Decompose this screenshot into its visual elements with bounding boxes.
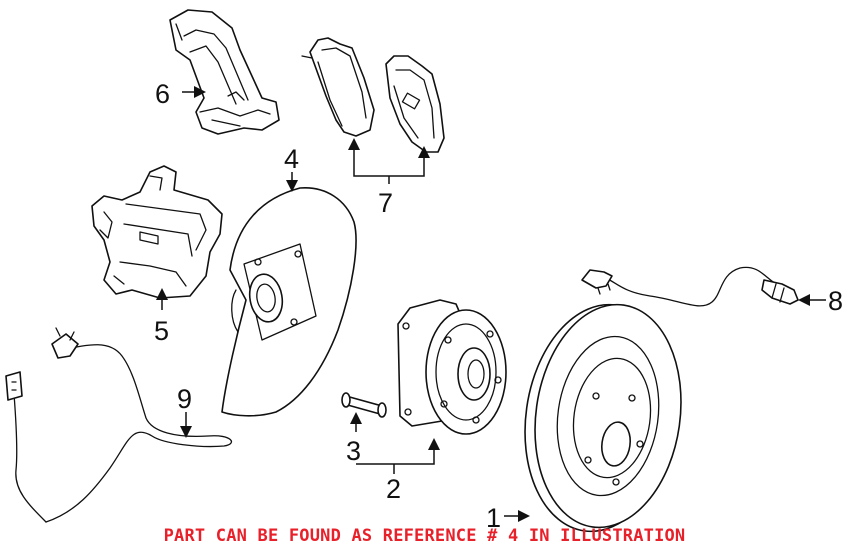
caliper-bracket [169,9,280,135]
callout-6: 6 [155,79,170,109]
callout-3: 3 [346,436,361,466]
brake-pad-inner [301,37,375,137]
brake-pad-outer [385,55,445,153]
callout-4: 4 [284,144,299,174]
callout-2: 2 [386,474,401,504]
callout-1: 1 [486,503,501,533]
callout-7: 7 [378,188,393,218]
callout-5: 5 [154,316,169,346]
brake-rotor [524,303,682,533]
wheel-speed-sensor-upper [581,266,799,307]
reference-notice: PART CAN BE FOUND AS REFERENCE # 4 IN IL… [163,526,686,546]
splash-shield [221,187,357,417]
wheel-speed-sensor-harness [5,327,233,523]
wheel-stud [341,392,387,418]
hub-bearing [397,299,507,435]
callout-9: 9 [177,384,192,414]
brake-caliper [91,165,223,299]
callout-8: 8 [828,286,843,316]
